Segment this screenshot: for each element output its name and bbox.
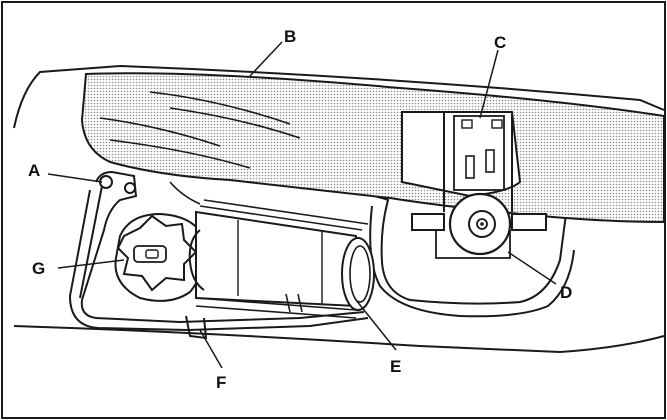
gearbox xyxy=(114,212,206,302)
wiper-motor xyxy=(188,199,375,319)
callout-f: F xyxy=(216,373,226,392)
leader-f xyxy=(199,329,223,369)
callout-labels: A B C D E F G xyxy=(28,27,572,392)
callout-e: E xyxy=(390,357,401,376)
callout-d: D xyxy=(560,283,572,302)
leader-a xyxy=(47,173,103,183)
crank-socket xyxy=(448,192,512,256)
leader-lines xyxy=(47,41,557,369)
callout-a: A xyxy=(28,161,40,180)
leader-d xyxy=(507,251,557,285)
callout-b: B xyxy=(284,27,296,46)
leader-g xyxy=(57,259,125,269)
leader-b xyxy=(249,41,283,77)
leader-e xyxy=(355,299,397,351)
motor-mount-frame xyxy=(68,170,369,340)
callout-c: C xyxy=(494,33,506,52)
leader-c xyxy=(479,49,499,119)
callout-g: G xyxy=(32,259,45,278)
